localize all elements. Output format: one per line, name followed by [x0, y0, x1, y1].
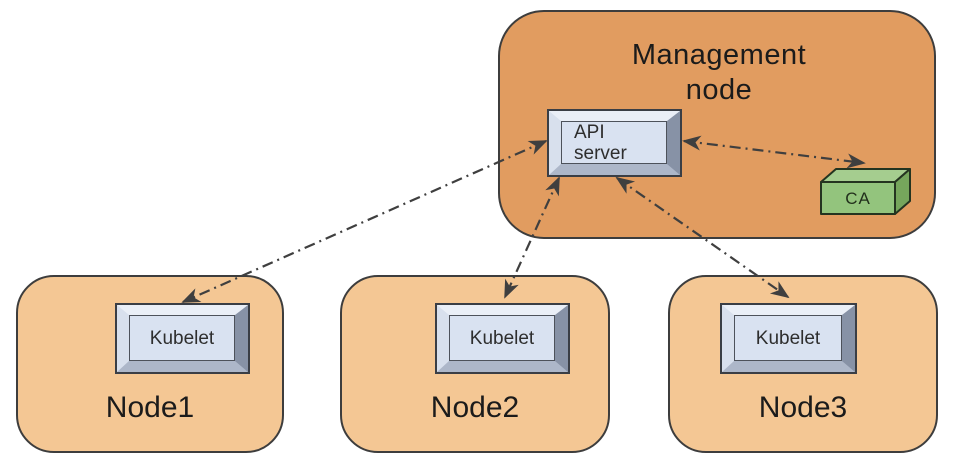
kubelet-bevel: Kubelet	[722, 305, 855, 372]
node2-label: Node2	[430, 391, 520, 424]
worker-node-3: Kubelet Node3	[668, 275, 938, 453]
node1-label: Node1	[105, 391, 195, 424]
kubelet-label: Kubelet	[149, 327, 215, 349]
worker-node-2: Kubelet Node2	[340, 275, 610, 453]
worker-node-1: Kubelet Node1	[16, 275, 284, 453]
management-node-title: Management node	[631, 39, 807, 106]
kubelet-box-node3: Kubelet	[720, 303, 857, 374]
kubelet-label: Kubelet	[469, 327, 535, 349]
kubelet-bevel: Kubelet	[117, 305, 248, 372]
kubelet-label: Kubelet	[755, 327, 821, 349]
kubelet-box-node2: Kubelet	[435, 303, 570, 374]
node3-label: Node3	[758, 391, 848, 424]
api-server-bevel: API server	[549, 111, 680, 175]
api-server-label: API server	[574, 121, 627, 164]
api-server-box: API server	[547, 109, 682, 177]
kubelet-bevel: Kubelet	[437, 305, 568, 372]
management-node-box: Management node API server CA	[498, 10, 936, 239]
kubelet-box-node1: Kubelet	[115, 303, 250, 374]
ca-label: CA	[845, 189, 871, 208]
ca-box	[820, 168, 911, 215]
ca-box-front-face	[820, 181, 896, 215]
